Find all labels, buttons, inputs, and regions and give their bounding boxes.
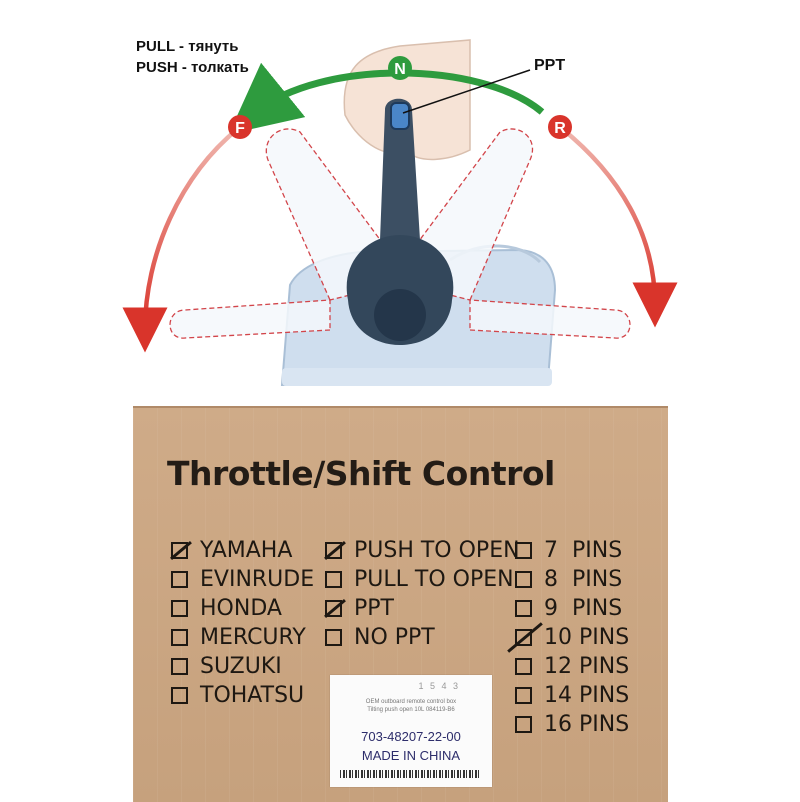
product-sticker: 1 5 4 3 OEM outboard remote control box … <box>330 675 492 787</box>
barcode <box>340 770 480 778</box>
checkbox-icon <box>171 628 188 646</box>
checkbox-icon <box>515 628 532 646</box>
lever-diagram: N F R <box>122 39 678 387</box>
pins-option: 10 PINS <box>515 624 629 650</box>
brand-option: SUZUKI <box>171 653 282 679</box>
pins-option: 7 PINS <box>515 537 622 563</box>
checkbox-icon <box>171 599 188 617</box>
checkbox-icon <box>515 541 532 559</box>
checkbox-icon <box>325 570 342 588</box>
checkbox-icon <box>515 657 532 675</box>
checkbox-icon <box>515 686 532 704</box>
checkbox-icon <box>171 686 188 704</box>
pins-option: 14 PINS <box>515 682 629 708</box>
control-illustration: PULL - тянуть PUSH - толкать <box>0 0 800 400</box>
checkbox-icon <box>515 715 532 733</box>
sticker-logo: 1 5 4 3 <box>418 681 460 691</box>
checkbox-icon <box>515 599 532 617</box>
pull-legend: PULL - тянуть <box>136 38 239 55</box>
forward-marker <box>228 115 252 139</box>
ppt-leader-line <box>402 69 531 114</box>
reverse-marker <box>548 115 572 139</box>
ppt-label: PPT <box>534 57 566 74</box>
pins-option: 16 PINS <box>515 711 629 737</box>
checkbox-icon <box>325 599 342 617</box>
checkbox-icon <box>515 570 532 588</box>
product-box: Throttle/Shift Control YAMAHA EVINRUDE H… <box>133 406 668 802</box>
forward-arc <box>122 125 242 353</box>
neutral-marker <box>388 56 412 80</box>
brand-option: EVINRUDE <box>171 566 314 592</box>
main-lever <box>346 98 454 345</box>
brand-option: HONDA <box>171 595 282 621</box>
reverse-arc <box>558 125 678 328</box>
reverse-letter: R <box>554 120 566 137</box>
box-title: Throttle/Shift Control <box>167 454 555 493</box>
push-legend: PUSH - толкать <box>136 59 249 76</box>
sticker-desc-line: OEM outboard remote control box <box>365 699 457 705</box>
checkbox-icon <box>171 570 188 588</box>
checkbox-icon <box>171 541 188 559</box>
mode-option: PULL TO OPEN <box>325 566 514 592</box>
hand <box>343 39 471 161</box>
sticker-desc-line: Tilting push open 10L 084119-B6 <box>367 707 455 713</box>
brand-option: TOHATSU <box>171 682 304 708</box>
brand-option: YAMAHA <box>171 537 292 563</box>
pins-option: 9 PINS <box>515 595 622 621</box>
checkbox-icon <box>171 657 188 675</box>
mode-option: PPT <box>325 595 394 621</box>
pins-option: 8 PINS <box>515 566 622 592</box>
mode-option: NO PPT <box>325 624 435 650</box>
checkbox-icon <box>325 628 342 646</box>
forward-letter: F <box>235 120 245 137</box>
brand-option: MERCURY <box>171 624 306 650</box>
part-number: 703-48207-22-00 <box>361 729 461 744</box>
origin-text: MADE IN CHINA <box>361 748 461 763</box>
mode-option: PUSH TO OPEN <box>325 537 520 563</box>
neutral-letter: N <box>394 61 406 78</box>
pins-option: 12 PINS <box>515 653 629 679</box>
checkbox-icon <box>325 541 342 559</box>
